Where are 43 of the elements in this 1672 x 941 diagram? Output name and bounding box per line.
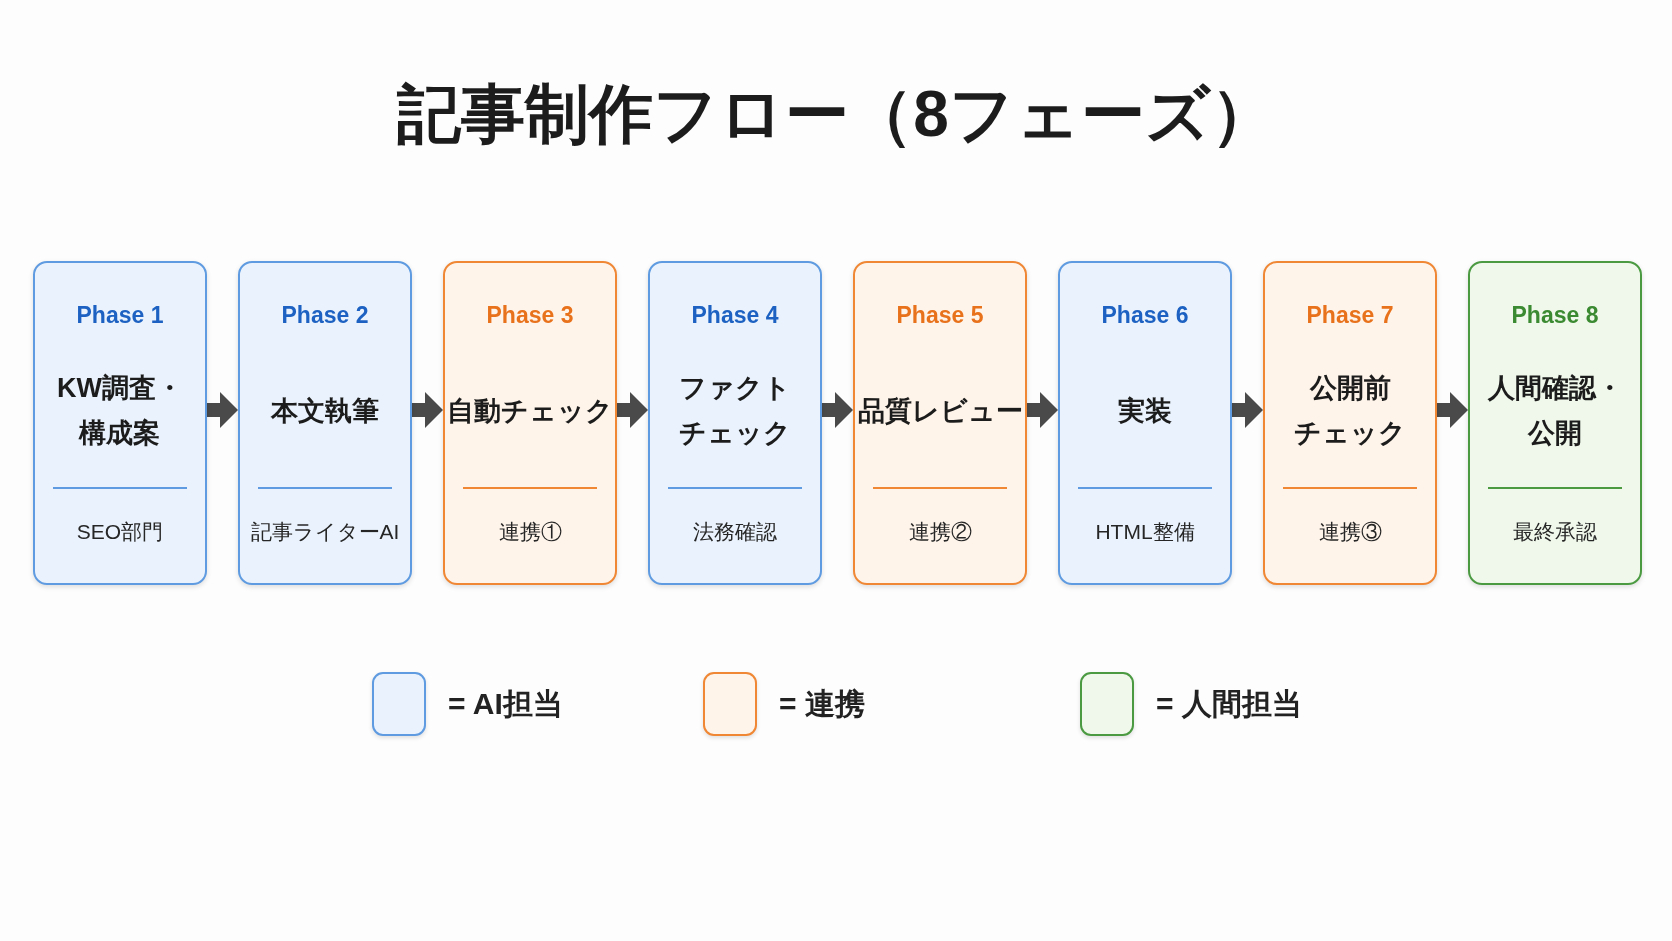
step-note: 連携① [498,519,562,545]
phase-card [443,261,617,585]
arrow [412,392,443,428]
step-note: 記事ライターAI [250,519,400,545]
title: 記事制作フロー（8フェーズ） [397,77,1275,152]
phase-card [853,261,1027,585]
step-title: 公開前チェック [1294,372,1406,450]
phase-label: Phase 2 [281,301,369,330]
arrow [822,392,853,428]
step-title: 品質レビュー [857,394,1023,428]
phase-label: Phase 3 [486,301,574,330]
phase-card [1263,261,1437,585]
phase-card [648,261,822,585]
phase-label: Phase 1 [76,301,164,330]
arrow [1027,392,1058,428]
legend-label: = 人間担当 [1156,686,1302,722]
phase-card [1468,261,1642,585]
arrow [617,392,648,428]
phase-label: Phase 8 [1511,301,1599,330]
step-note: 連携③ [1318,519,1382,545]
phase-card [33,261,207,585]
legend-label: = 連携 [779,686,865,722]
arrow [207,392,238,428]
phase-label: Phase 4 [691,301,779,330]
step-note: 連携② [908,519,972,545]
arrow [1232,392,1263,428]
step-title: 本文執筆 [271,394,379,428]
legend-label: = AI担当 [448,686,563,722]
step-note: 最終承認 [1513,519,1597,545]
phase-card [1058,261,1232,585]
phase-label: Phase 6 [1101,301,1189,330]
step-note: 法務確認 [693,519,777,545]
arrow [1437,392,1468,428]
step-title: 人間確認・公開 [1487,372,1623,450]
step-title: 自動チェック [447,394,613,428]
step-title: KW調査・構成案 [57,372,183,450]
phase-card [238,261,412,585]
step-title: 実装 [1118,394,1172,428]
phase-label: Phase 5 [896,301,984,330]
step-title: ファクトチェック [679,372,791,450]
phase-label: Phase 7 [1306,301,1394,330]
step-note: HTML整備 [1095,519,1195,545]
step-note: SEO部門 [76,519,164,545]
